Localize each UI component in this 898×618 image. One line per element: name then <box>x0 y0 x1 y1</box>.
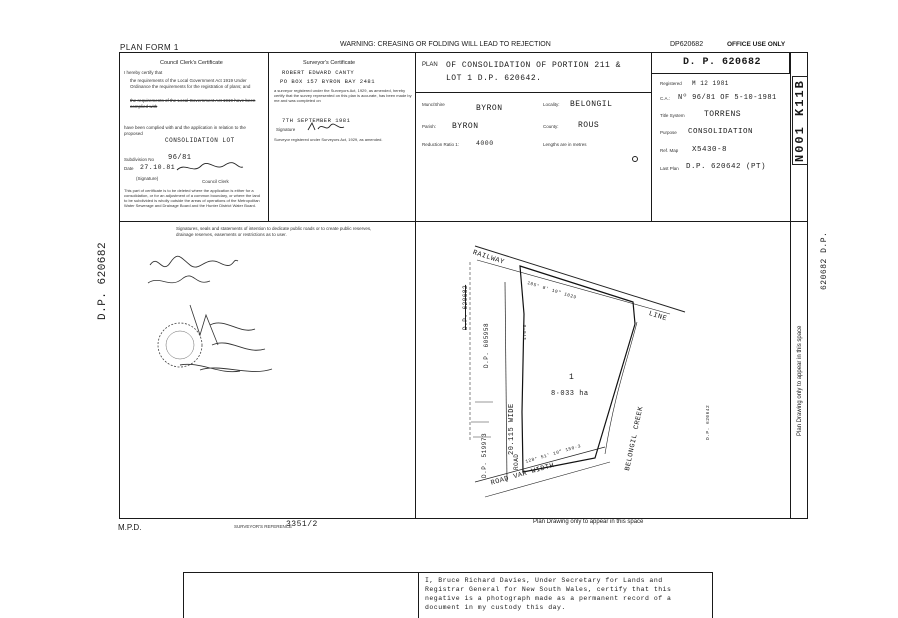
ca-value: Nº 96/81 OF 5-10-1981 <box>678 94 777 102</box>
side-length-label: 476·8 <box>523 323 528 340</box>
north-arrow-dot <box>632 156 638 162</box>
lot-area: 8·033 ha <box>551 390 589 398</box>
council-item-b: the requirements of the Local Government… <box>130 98 256 109</box>
last-plan-label: Last Plan <box>660 166 679 171</box>
county-value: ROUS <box>578 121 600 130</box>
plan-label: PLAN <box>422 62 438 68</box>
council-footnote: This part of certificate is to be delete… <box>124 188 261 208</box>
council-date-label: Date <box>124 166 134 171</box>
divider-v2 <box>415 52 416 519</box>
council-approved-value: CONSOLIDATION LOT <box>165 137 235 144</box>
council-item-a: the requirements of the Local Government… <box>130 78 251 89</box>
surveyor-signature-label: Signature <box>276 127 296 132</box>
ratio-value: 4000 <box>476 140 494 147</box>
surveyor-body: a surveyor registered under the Surveyor… <box>274 88 412 103</box>
council-date-value: 27.10.81 <box>140 164 176 171</box>
surveyor-signature <box>307 121 345 131</box>
drawing-note-bottom: Plan Drawing only to appear in this spac… <box>533 519 644 525</box>
council-signature <box>176 162 244 171</box>
council-subdivision-value: 96/81 <box>168 154 192 162</box>
divider-v3 <box>651 52 652 221</box>
drawing-note-side: Plan Drawing only to appear in this spac… <box>797 325 803 436</box>
divider-v4 <box>790 52 791 519</box>
dp-number-box <box>651 52 790 74</box>
ref-map-value: X5430-8 <box>692 146 728 154</box>
council-cert-title: Council Clerk's Certificate <box>160 60 223 66</box>
council-signature-label: (Signature) <box>136 176 159 181</box>
surveyor-ref-value: 3351/2 <box>286 520 318 529</box>
dp-adjoining-label: D.P. 620682 <box>462 284 469 330</box>
warning-text: WARNING: CREASING OR FOLDING WILL LEAD T… <box>340 41 551 48</box>
last-plan-value: D.P. 620642 (PT) <box>686 163 767 171</box>
plan-drawing <box>469 245 686 498</box>
dp-519973-label: D.P. 519973 <box>481 432 488 478</box>
road-label: ROAD <box>513 453 520 470</box>
purpose-value: CONSOLIDATION <box>688 128 754 136</box>
dp-right-label: D.P. 620642 <box>706 404 711 440</box>
stamp-code: DP620682 <box>670 41 704 48</box>
council-subdivision-label: Subdivision No <box>124 157 155 162</box>
certification-box <box>183 572 713 618</box>
left-side-dp: D.P. 620682 <box>97 241 109 320</box>
title-system-label: Title System <box>660 113 685 118</box>
council-approved-label: have been complied with and the applicat… <box>124 125 246 136</box>
certification-divider <box>418 572 419 618</box>
ref-map-label: Ref. Map <box>660 148 679 153</box>
parish-label: Parish: <box>422 124 437 129</box>
title-system-value: TORRENS <box>704 110 742 119</box>
dp-605958-label: D.P. 605958 <box>483 322 490 368</box>
surveyor-date: 7TH SEPTEMBER 1981 <box>282 117 351 124</box>
locality-label: Locality: <box>543 102 560 107</box>
lengths-label: Lengths are in metres <box>543 142 587 147</box>
ca-label: C.A.: <box>660 96 671 101</box>
registered-label: Registered <box>660 81 682 86</box>
certification-text: I, Bruce Richard Davies, Under Secretary… <box>425 577 672 611</box>
divider-header <box>119 221 808 222</box>
plan-title-divider <box>415 92 651 93</box>
plan-title-1: OF CONSOLIDATION OF PORTION 211 & <box>446 61 621 70</box>
lot-number: 1 <box>569 373 575 382</box>
county-label: County: <box>543 124 559 129</box>
divider-v1 <box>268 52 269 221</box>
signature-scribbles <box>147 255 273 373</box>
surveyor-footer: Surveyor registered under Surveyors Act,… <box>274 137 383 142</box>
right-side-dp: 620682 D.P. <box>820 231 829 290</box>
road-wide-label: 20.115 WIDE <box>508 403 516 455</box>
surveyor-address: PO BOX 157 BYRON BAY 2481 <box>280 78 376 85</box>
side-code: N001 K11B <box>792 76 808 165</box>
ratio-label: Reduction Ratio 1: <box>422 142 460 147</box>
parish-value: BYRON <box>452 122 479 131</box>
registered-value: M 12 1981 <box>692 80 729 87</box>
surveyor-cert-title: Surveyor's Certificate <box>303 60 356 66</box>
locality-value: BELONGIL <box>570 100 613 109</box>
council-clerk-label: Council Clerk <box>202 179 229 184</box>
council-certify-line: I hereby certify that <box>124 70 163 75</box>
plan-title-2: LOT 1 D.P. 620642. <box>446 74 542 83</box>
signatures-note: Signatures, seals and statements of inte… <box>176 226 372 237</box>
purpose-label: Purpose <box>660 130 677 135</box>
form-label: PLAN FORM 1 <box>120 43 179 52</box>
shire-label: Munc/Shire <box>422 102 445 107</box>
form-frame <box>119 52 808 519</box>
surveyor-ref-label: SURVEYOR'S REFERENCE <box>234 524 293 529</box>
shire-value: BYRON <box>476 104 503 113</box>
dp-number: D. P. 620682 <box>683 57 762 68</box>
mpd-label: M.P.D. <box>118 523 142 532</box>
surveyor-name: ROBERT EDWARD CANTY <box>282 69 355 76</box>
office-use-label: OFFICE USE ONLY <box>727 41 786 48</box>
